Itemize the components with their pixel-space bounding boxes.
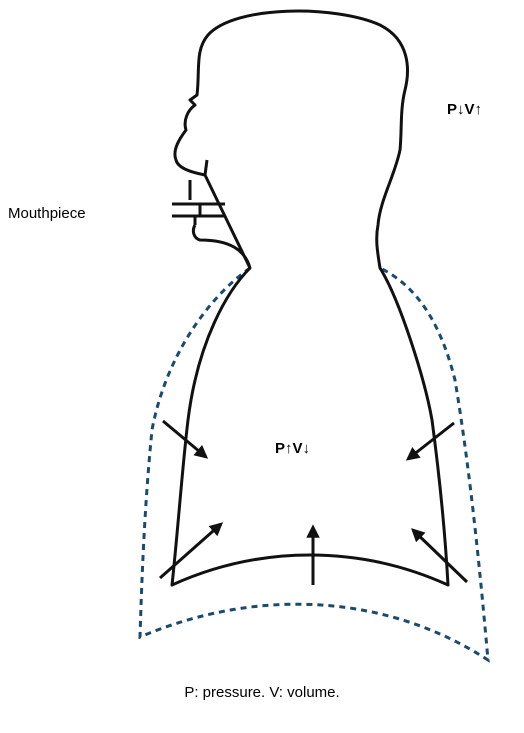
- inside-pressure-volume-label: P↑V↓: [275, 440, 310, 457]
- dashed-expanded-boundary: [140, 268, 488, 660]
- outside-pressure-volume-label: P↓V↑: [447, 101, 482, 118]
- mouthpiece-label: Mouthpiece: [8, 205, 86, 222]
- mouthpiece: [172, 160, 225, 225]
- figure-caption: P: pressure. V: volume.: [0, 684, 524, 701]
- arrow-upper-right: [408, 423, 454, 459]
- head-body-outline: [172, 11, 448, 585]
- pressure-arrows: [160, 421, 467, 585]
